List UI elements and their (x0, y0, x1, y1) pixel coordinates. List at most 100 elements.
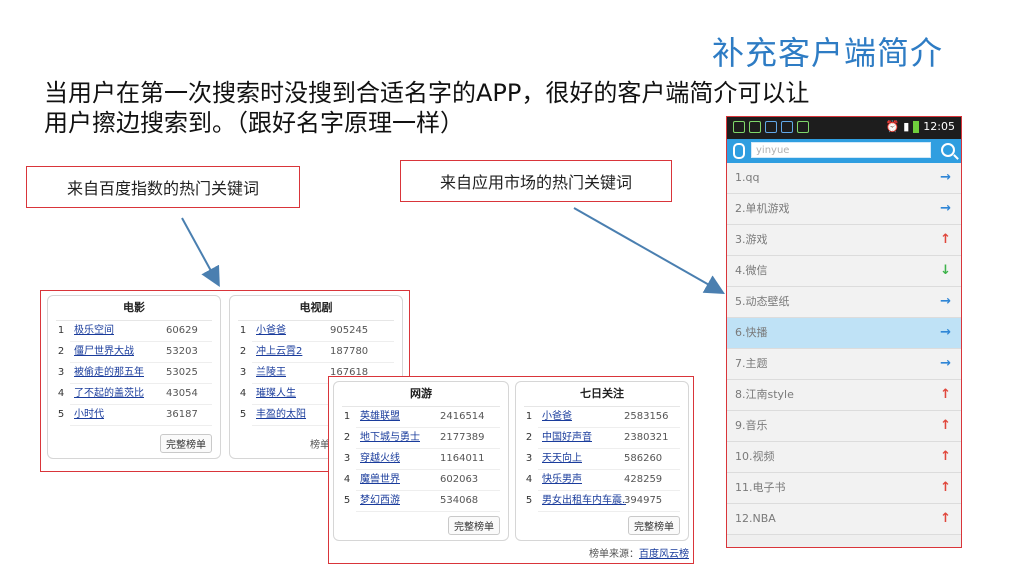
rank-value: 187780 (330, 346, 369, 357)
keyword-label: 6.快播 (735, 326, 768, 339)
keyword-label: 10.视频 (735, 450, 775, 463)
keyword-row[interactable]: 7.主题 → (727, 349, 961, 380)
trend-arrow-icon: ↑ (940, 449, 951, 464)
source-link[interactable]: 百度风云榜 (639, 549, 689, 560)
notify-icon (797, 121, 809, 133)
trend-arrow-icon: → (940, 170, 951, 185)
rank-value: 53203 (166, 346, 198, 357)
rank-name-link[interactable]: 了不起的盖茨比 (74, 388, 144, 399)
keyword-row[interactable]: 8.江南style↑ (727, 380, 961, 411)
full-list-button[interactable]: 完整榜单 (160, 434, 212, 453)
rank-number: 5 (343, 495, 351, 506)
rank-number: 4 (239, 388, 247, 399)
rank-number: 2 (525, 432, 533, 443)
keyword-row[interactable]: 12.NBA↑ (727, 504, 961, 535)
hot-keyword-list: 1.qq→2.单机游戏→3.游戏↑4.微信↓5.动态壁纸→6.快播→7.主题→8… (727, 163, 961, 535)
rank-name-link[interactable]: 被偷走的那五年 (74, 367, 144, 378)
rank-row: 4 魔兽世界 602063 (344, 470, 500, 491)
rank-name-link[interactable]: 丰盈的太阳 (256, 409, 306, 420)
panel-title: 网游 (342, 382, 500, 407)
rank-name-link[interactable]: 小爸爸 (542, 411, 572, 422)
rank-name-link[interactable]: 璀璨人生 (256, 388, 296, 399)
microphone-icon[interactable] (733, 143, 745, 159)
rank-name-link[interactable]: 极乐空间 (74, 325, 114, 336)
rank-name-link[interactable]: 冲上云霄2 (256, 346, 303, 357)
keyword-label: 4.微信 (735, 264, 768, 277)
rank-name-link[interactable]: 小时代 (74, 409, 104, 420)
rank-source: 榜单来源：百度风云榜 (589, 545, 689, 560)
keyword-row[interactable]: 1.qq→ (727, 163, 961, 194)
rank-number: 5 (239, 409, 247, 420)
rank-number: 2 (343, 432, 351, 443)
rank-name-link[interactable]: 快乐男声 (542, 474, 582, 485)
full-list-button[interactable]: 完整榜单 (628, 516, 680, 535)
rank-value: 36187 (166, 409, 198, 420)
full-list-button[interactable]: 完整榜单 (448, 516, 500, 535)
keyword-label: 7.主题 (735, 357, 768, 370)
rank-name-link[interactable]: 男女出租车内车震... (542, 495, 626, 506)
rank-value: 2177389 (440, 432, 485, 443)
keyword-label: 8.江南style (735, 388, 794, 401)
rank-name-link[interactable]: 魔兽世界 (360, 474, 400, 485)
rank-row: 5 梦幻西游 534068 (344, 491, 500, 512)
rank-number: 5 (525, 495, 533, 506)
search-input[interactable]: yinyue (751, 142, 931, 158)
trend-arrow-icon: ↑ (940, 232, 951, 247)
intro-text: 当用户在第一次搜索时没搜到合适名字的APP，很好的客户端简介可以让 用户擦边搜索… (44, 78, 809, 138)
rank-value: 60629 (166, 325, 198, 336)
keyword-row[interactable]: 10.视频 ↑ (727, 442, 961, 473)
keyword-row[interactable]: 2.单机游戏→ (727, 194, 961, 225)
notify-icon (733, 121, 745, 133)
keyword-row[interactable]: 6.快播→ (727, 318, 961, 349)
keyword-label: 11.电子书 (735, 481, 786, 494)
trend-arrow-icon: → (940, 356, 951, 371)
rank-row: 3 被偷走的那五年 53025 (58, 363, 212, 384)
rank-name-link[interactable]: 天天向上 (542, 453, 582, 464)
keyword-label: 3.游戏 (735, 233, 768, 246)
keyword-row[interactable]: 11.电子书↑ (727, 473, 961, 504)
rank-name-link[interactable]: 穿越火线 (360, 453, 400, 464)
rank-number: 1 (525, 411, 533, 422)
shield-icon (781, 121, 793, 133)
keyword-row[interactable]: 9.音乐↑ (727, 411, 961, 442)
rank-name-link[interactable]: 英雄联盟 (360, 411, 400, 422)
search-icon[interactable] (941, 143, 955, 157)
rank-name-link[interactable]: 地下城与勇士 (360, 432, 420, 443)
arrow-market (573, 207, 725, 294)
keyword-label: 5.动态壁纸 (735, 295, 790, 308)
battery-icon (913, 120, 920, 133)
rank-name-link[interactable]: 僵尸世界大战 (74, 346, 134, 357)
rank-number: 4 (343, 474, 351, 485)
rank-row: 5 小时代 36187 (58, 405, 212, 426)
panel-title: 电影 (56, 296, 212, 321)
rank-number: 5 (57, 409, 65, 420)
rank-value: 43054 (166, 388, 198, 399)
keyword-row[interactable]: 4.微信↓ (727, 256, 961, 287)
keyword-row[interactable]: 5.动态壁纸→ (727, 287, 961, 318)
rank-value: 534068 (440, 495, 479, 506)
rank-name-link[interactable]: 小爸爸 (256, 325, 286, 336)
rank-name-link[interactable]: 中国好声音 (542, 432, 592, 443)
rank-value: 2380321 (624, 432, 669, 443)
keyword-row[interactable]: 3.游戏 ↑ (727, 225, 961, 256)
rank-value: 53025 (166, 367, 198, 378)
rank-name-link[interactable]: 梦幻西游 (360, 495, 400, 506)
rank-value: 602063 (440, 474, 479, 485)
status-bar: ⏰ ▮ 12:05 (727, 117, 961, 139)
rank-number: 3 (57, 367, 65, 378)
source-label: 榜单来源： (589, 549, 639, 560)
rank-name-link[interactable]: 兰陵王 (256, 367, 286, 378)
